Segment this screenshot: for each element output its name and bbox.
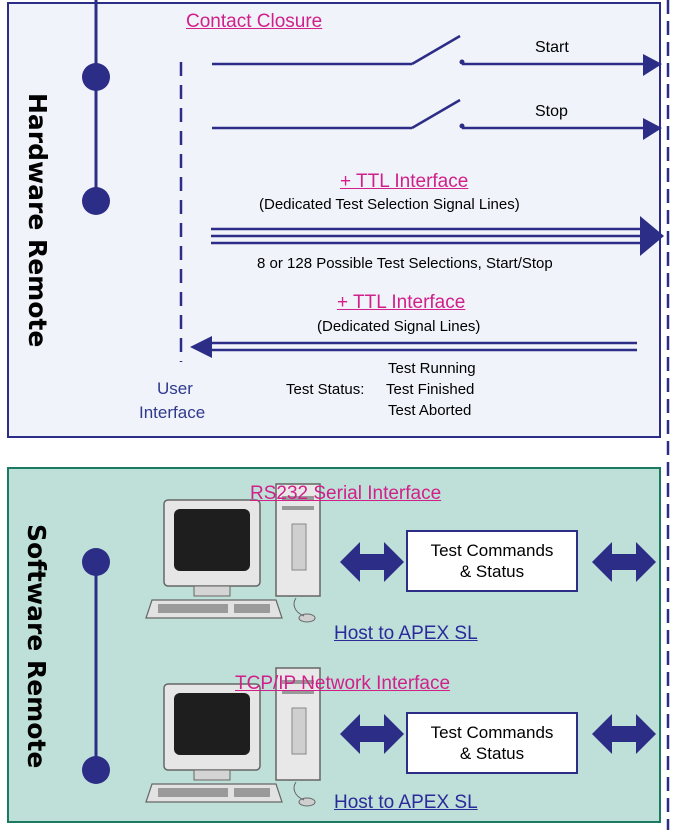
ttl-interface-subtitle-2: (Dedicated Signal Lines) <box>317 318 481 335</box>
test-selections-note: 8 or 128 Possible Test Selections, Start… <box>257 255 553 272</box>
command-status-line1: Test Commands <box>430 541 554 560</box>
test-status-label: Test Status: <box>286 381 365 398</box>
start-label: Start <box>535 39 569 56</box>
user-label: User <box>157 379 193 398</box>
interface-label: Interface <box>139 403 206 422</box>
tcpip-interface-title: TCP/IP Network Interface <box>235 673 451 694</box>
status-running: Test Running <box>388 360 476 377</box>
rs232-interface-title: RS232 Serial Interface <box>250 483 442 504</box>
status-finished: Test Finished <box>386 381 475 398</box>
host-to-apex-link-2[interactable]: Host to APEX SL <box>334 792 478 813</box>
contact-closure-label: Contact Closure <box>186 11 323 32</box>
command-status-line2: & Status <box>459 744 525 763</box>
command-status-box-1: Test Commands & Status <box>406 530 578 592</box>
ttl-interface-title-2: + TTL Interface <box>337 292 466 313</box>
command-status-line1: Test Commands <box>430 723 554 742</box>
host-to-apex-link-1[interactable]: Host to APEX SL <box>334 623 478 644</box>
status-aborted: Test Aborted <box>388 402 472 419</box>
command-status-line2: & Status <box>459 562 525 581</box>
hardware-remote-panel <box>7 2 661 438</box>
command-status-box-2: Test Commands & Status <box>406 712 578 774</box>
ttl-interface-title-1: + TTL Interface <box>340 171 469 192</box>
stop-label: Stop <box>535 103 568 120</box>
ttl-interface-subtitle-1: (Dedicated Test Selection Signal Lines) <box>259 196 520 213</box>
